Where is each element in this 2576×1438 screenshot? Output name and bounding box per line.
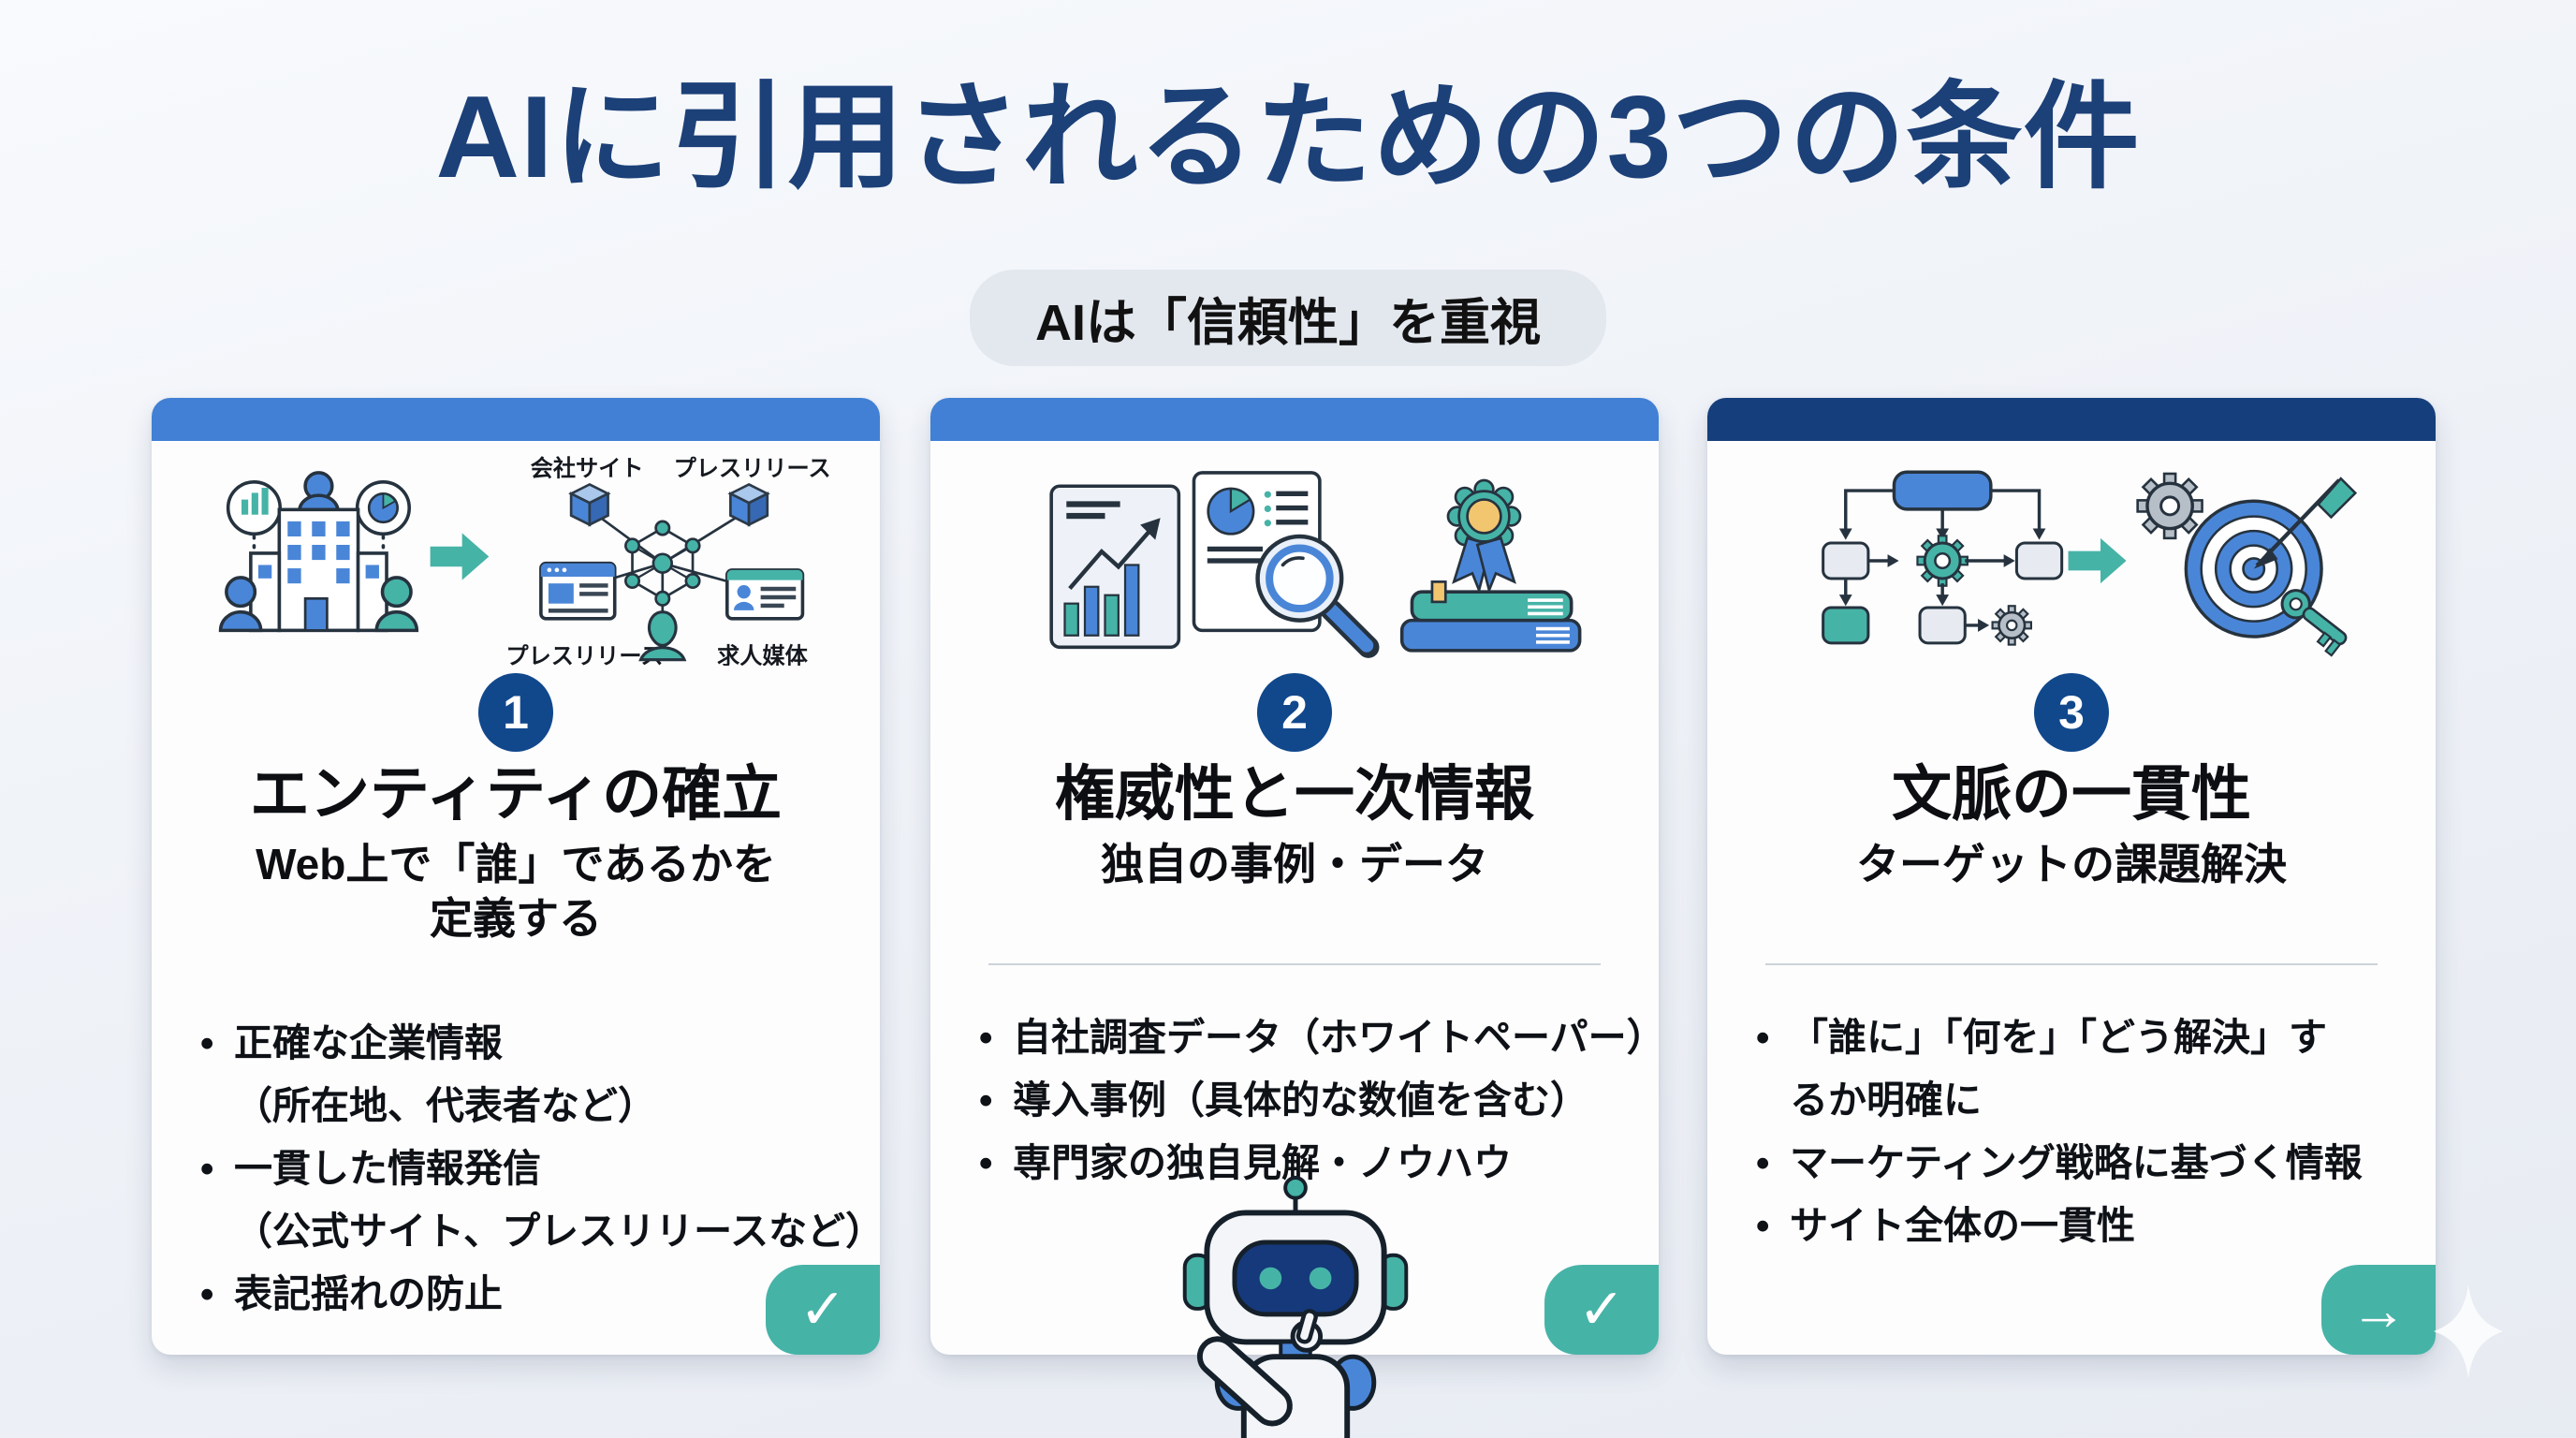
card-subtitle: ターゲットの課題解決	[1856, 840, 2287, 889]
target-dart-icon	[2184, 477, 2358, 638]
magnifier-icon	[1255, 534, 1380, 658]
graph-label: 会社サイト	[531, 456, 644, 482]
page-title: AIに引用されるための3つの条件	[435, 73, 2141, 202]
robot-visor	[1232, 1240, 1359, 1317]
robot-arm	[1196, 1336, 1293, 1427]
bullet-text: 自社調査データ（ホワイトペーパー）	[1013, 1016, 1659, 1060]
bullet-text: 表記揺れの防止	[234, 1272, 503, 1316]
divider	[988, 963, 1601, 966]
arrow-right-icon	[2068, 537, 2127, 584]
key-icon	[2280, 589, 2348, 657]
bullet-text: 正確な企業情報	[234, 1021, 503, 1065]
card-entity: 会社サイト プレスリリース プレスリリース 求人媒体	[152, 398, 880, 1355]
books-stack-icon	[1399, 580, 1582, 653]
graph-label: 求人媒体	[717, 644, 809, 666]
award-rosette-icon	[1446, 478, 1522, 594]
list-item: 正確な企業情報 （所在地、代表者など）	[197, 1012, 869, 1137]
gear-icon	[1916, 535, 1969, 587]
sparkle-icon	[2434, 1284, 2503, 1383]
graph-label: プレスリリース	[505, 644, 663, 666]
bullet-list: 「誰に」「何を」「どう解決」す るか明確に マーケティング戦略に基づく情報 サイ…	[1707, 1006, 2436, 1257]
bullet-text: 一貫した情報発信	[234, 1147, 541, 1191]
robot-finger	[1295, 1309, 1318, 1344]
bullet-list: 正確な企業情報 （所在地、代表者など） 一貫した情報発信 （公式サイト、プレスリ…	[152, 1012, 880, 1326]
bullet-text: 導入事例（具体的な数値を含む）	[1013, 1078, 1588, 1123]
bullet-text: マーケティング戦略に基づく情報	[1790, 1141, 2363, 1185]
graph-label: プレスリリース	[674, 457, 831, 482]
arrow-right-icon	[430, 533, 490, 580]
report-magnifier-award-books-icon	[1049, 471, 1582, 658]
card-title: 文脈の一貫性	[1892, 760, 2251, 828]
entity-illustration: 会社サイト プレスリリース プレスリリース 求人媒体	[152, 456, 880, 666]
card-number-badge: 3	[2034, 673, 2109, 752]
card-header-bar	[152, 398, 880, 441]
thinking-robot-mascot	[1166, 1172, 1425, 1438]
arrow-badge: →	[2321, 1265, 2436, 1355]
gear-icon	[2136, 472, 2203, 540]
antenna-ball	[1283, 1176, 1308, 1200]
robot-eye	[1259, 1267, 1282, 1290]
card-number-badge: 2	[1257, 673, 1332, 752]
id-card-icon	[725, 568, 805, 621]
card-number-badge: 1	[478, 673, 553, 752]
list-item: 「誰に」「何を」「どう解決」す るか明確に	[1752, 1006, 2424, 1132]
check-badge: ✓	[766, 1265, 880, 1355]
card-authority: 2 権威性と一次情報 独自の事例・データ 自社調査データ（ホワイトペーパー） 導…	[930, 398, 1659, 1355]
list-item: 導入事例（具体的な数値を含む）	[975, 1069, 1647, 1132]
bullet-text: 「誰に」「何を」「どう解決」す	[1790, 1016, 2327, 1060]
bullet-list: 自社調査データ（ホワイトペーパー） 導入事例（具体的な数値を含む） 専門家の独自…	[930, 1006, 1659, 1195]
building-to-knowledge-graph-icon: 会社サイト プレスリリース プレスリリース 求人媒体	[218, 456, 831, 666]
bullet-text: （公式サイト、プレスリリースなど）	[234, 1210, 880, 1254]
card-header-bar	[930, 398, 1659, 441]
company-building-icon	[218, 471, 419, 633]
bullet-text: るか明確に	[1790, 1078, 1982, 1123]
person-icon	[218, 576, 263, 633]
check-badge: ✓	[1544, 1265, 1659, 1355]
gear-icon	[1991, 605, 2032, 646]
list-item: 一貫した情報発信 （公式サイト、プレスリリースなど）	[197, 1137, 880, 1263]
subtitle-badge: AIは「信頼性」を重視	[970, 270, 1606, 366]
list-item: 自社調査データ（ホワイトペーパー）	[975, 1006, 1659, 1069]
context-illustration	[1707, 456, 2436, 666]
robot-icon	[1182, 1176, 1409, 1438]
divider	[1765, 963, 2378, 966]
person-icon	[374, 576, 419, 633]
bar-chart-report-icon	[1049, 484, 1181, 650]
authority-illustration	[930, 456, 1659, 666]
person-node-icon	[638, 610, 687, 662]
knowledge-graph-icon: 会社サイト プレスリリース プレスリリース 求人媒体	[505, 456, 830, 666]
bullet-text: 専門家の独自見解・ノウハウ	[1013, 1141, 1512, 1185]
card-title: 権威性と一次情報	[1055, 760, 1534, 828]
robot-eye	[1309, 1267, 1332, 1290]
card-subtitle: 独自の事例・データ	[1101, 840, 1488, 889]
list-item: 表記揺れの防止	[197, 1263, 869, 1326]
list-item: サイト全体の一貫性	[1752, 1195, 2424, 1257]
card-context: 3 文脈の一貫性 ターゲットの課題解決 「誰に」「何を」「どう解決」す るか明確…	[1707, 398, 2436, 1355]
bullet-text: サイト全体の一貫性	[1790, 1204, 2135, 1248]
card-header-bar	[1707, 398, 2436, 441]
flowchart-icon	[1822, 470, 2064, 646]
browser-window-icon	[539, 561, 617, 621]
list-item: 専門家の独自見解・ノウハウ	[975, 1132, 1647, 1195]
bullet-text: （所在地、代表者など）	[234, 1084, 656, 1128]
flowchart-to-target-icon	[1822, 470, 2358, 657]
list-item: マーケティング戦略に基づく情報	[1752, 1132, 2424, 1195]
card-title: エンティティの確立	[249, 760, 783, 828]
card-subtitle: Web上で「誰」であるかを 定義する	[256, 840, 776, 944]
